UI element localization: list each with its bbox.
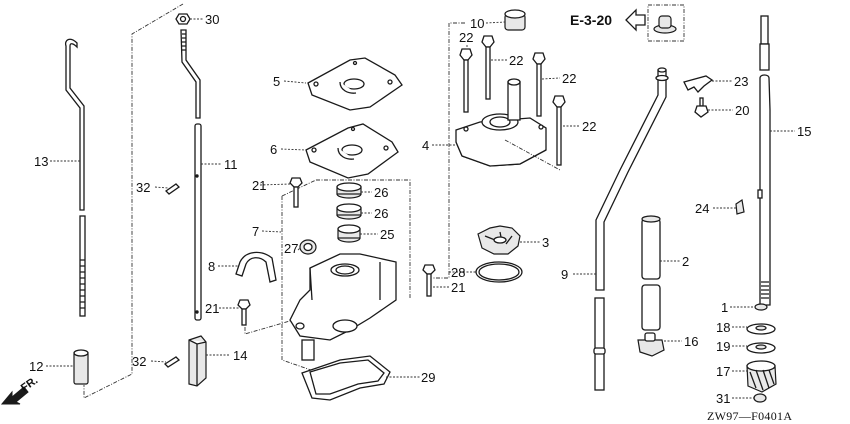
housing-line xyxy=(504,139,561,171)
clip-23[interactable] xyxy=(683,75,714,93)
gasket-29[interactable] xyxy=(301,355,391,401)
callout-31[interactable]: 31 xyxy=(716,391,730,406)
callout-28[interactable]: 28 xyxy=(451,265,465,280)
bearing-25[interactable] xyxy=(337,224,361,243)
bolt-20[interactable] xyxy=(694,97,709,118)
callout-19[interactable]: 19 xyxy=(716,339,730,354)
callout-16[interactable]: 16 xyxy=(684,334,698,349)
o-ring-28[interactable] xyxy=(475,261,523,283)
callout-26-upper[interactable]: 26 xyxy=(374,185,388,200)
callout-23[interactable]: 23 xyxy=(734,74,748,89)
gasket-plate-6[interactable] xyxy=(305,123,399,179)
group-line-4 xyxy=(432,22,465,279)
callout-22-b[interactable]: 22 xyxy=(509,53,523,68)
callout-22-d[interactable]: 22 xyxy=(582,119,596,134)
reference-label: E-3-20 xyxy=(570,12,612,28)
pump-case-7[interactable] xyxy=(289,253,397,361)
bolt-22-d[interactable] xyxy=(552,95,566,166)
callout-21-right[interactable]: 21 xyxy=(451,280,465,295)
callout-22-a[interactable]: 22 xyxy=(459,30,473,45)
callout-2[interactable]: 2 xyxy=(682,254,689,269)
callout-25[interactable]: 25 xyxy=(380,227,394,242)
shim-18[interactable] xyxy=(746,323,776,335)
callout-29[interactable]: 29 xyxy=(421,370,435,385)
callout-26-lower[interactable]: 26 xyxy=(374,206,388,221)
circlip-1[interactable] xyxy=(754,303,768,311)
nut-31[interactable] xyxy=(753,393,767,403)
impeller-3[interactable] xyxy=(477,225,521,255)
callout-30[interactable]: 30 xyxy=(205,12,219,27)
callout-22-c[interactable]: 22 xyxy=(562,71,576,86)
grommet-8[interactable] xyxy=(235,251,277,283)
callout-7[interactable]: 7 xyxy=(252,224,259,239)
front-direction-indicator: FR. xyxy=(0,374,40,405)
bolt-22-c[interactable] xyxy=(532,52,546,117)
callout-8[interactable]: 8 xyxy=(208,259,215,274)
callout-12[interactable]: 12 xyxy=(29,359,43,374)
bolt-21-right[interactable] xyxy=(422,264,436,297)
bolt-22-b[interactable] xyxy=(481,35,495,100)
plate-5[interactable] xyxy=(307,57,403,111)
callout-6[interactable]: 6 xyxy=(270,142,277,157)
callout-32-lower[interactable]: 32 xyxy=(132,354,146,369)
leader-lines xyxy=(46,18,795,399)
callout-15[interactable]: 15 xyxy=(797,124,811,139)
bolt-21-middle-line xyxy=(244,317,301,335)
callout-4[interactable]: 4 xyxy=(422,138,429,153)
pump-housing-4[interactable] xyxy=(455,78,547,167)
callout-11[interactable]: 11 xyxy=(224,157,238,172)
nut-30[interactable] xyxy=(175,13,191,25)
callout-1[interactable]: 1 xyxy=(721,300,728,315)
callout-10[interactable]: 10 xyxy=(470,16,484,31)
cross-reference[interactable]: E-3-20 xyxy=(570,4,685,42)
callout-18[interactable]: 18 xyxy=(716,320,730,335)
pinion-gear-17[interactable] xyxy=(746,360,777,393)
bolt-22-a[interactable] xyxy=(459,48,473,113)
water-tube-9[interactable] xyxy=(593,67,669,391)
seal-10[interactable] xyxy=(504,9,526,31)
callout-9[interactable]: 9 xyxy=(561,267,568,282)
callout-24[interactable]: 24 xyxy=(695,201,709,216)
callout-27[interactable]: 27 xyxy=(284,241,298,256)
pin-32-lower[interactable] xyxy=(163,356,181,368)
arrow-left-outline-icon xyxy=(625,8,646,32)
bolt-21-middle[interactable] xyxy=(237,299,251,326)
callout-17[interactable]: 17 xyxy=(716,364,730,379)
thrust-washer-19[interactable] xyxy=(746,342,776,354)
group-line-11 xyxy=(83,3,184,399)
tube-seal-2[interactable] xyxy=(641,215,661,331)
rod-joint-14[interactable] xyxy=(188,335,207,387)
shift-rod-11[interactable] xyxy=(180,29,202,321)
arrow-down-left-filled-icon xyxy=(0,386,29,405)
callout-13[interactable]: 13 xyxy=(34,154,48,169)
bolt-21-upper[interactable] xyxy=(289,177,303,208)
vertical-shaft-15[interactable] xyxy=(757,15,771,306)
oil-seal-27[interactable] xyxy=(299,239,317,255)
rod-joint-12[interactable] xyxy=(73,349,89,385)
bearing-26-lower[interactable] xyxy=(336,203,362,220)
key-24[interactable] xyxy=(735,198,745,215)
bearing-26-upper[interactable] xyxy=(336,182,362,199)
group-line-7 xyxy=(281,179,411,381)
callout-21-upper[interactable]: 21 xyxy=(252,178,266,193)
callout-3[interactable]: 3 xyxy=(542,235,549,250)
figure-code: ZW97—F0401A xyxy=(707,409,792,423)
callout-14[interactable]: 14 xyxy=(233,348,247,363)
shift-rod-13[interactable] xyxy=(64,38,86,317)
pin-32-upper[interactable] xyxy=(164,183,181,195)
callout-21-middle[interactable]: 21 xyxy=(205,301,219,316)
callout-labels: 30 13 11 32 12 32 14 5 6 21 26 26 25 7 2… xyxy=(29,12,811,406)
callout-20[interactable]: 20 xyxy=(735,103,749,118)
callout-5[interactable]: 5 xyxy=(273,74,280,89)
callout-32-upper[interactable]: 32 xyxy=(136,180,150,195)
grommet-16[interactable] xyxy=(637,332,665,357)
